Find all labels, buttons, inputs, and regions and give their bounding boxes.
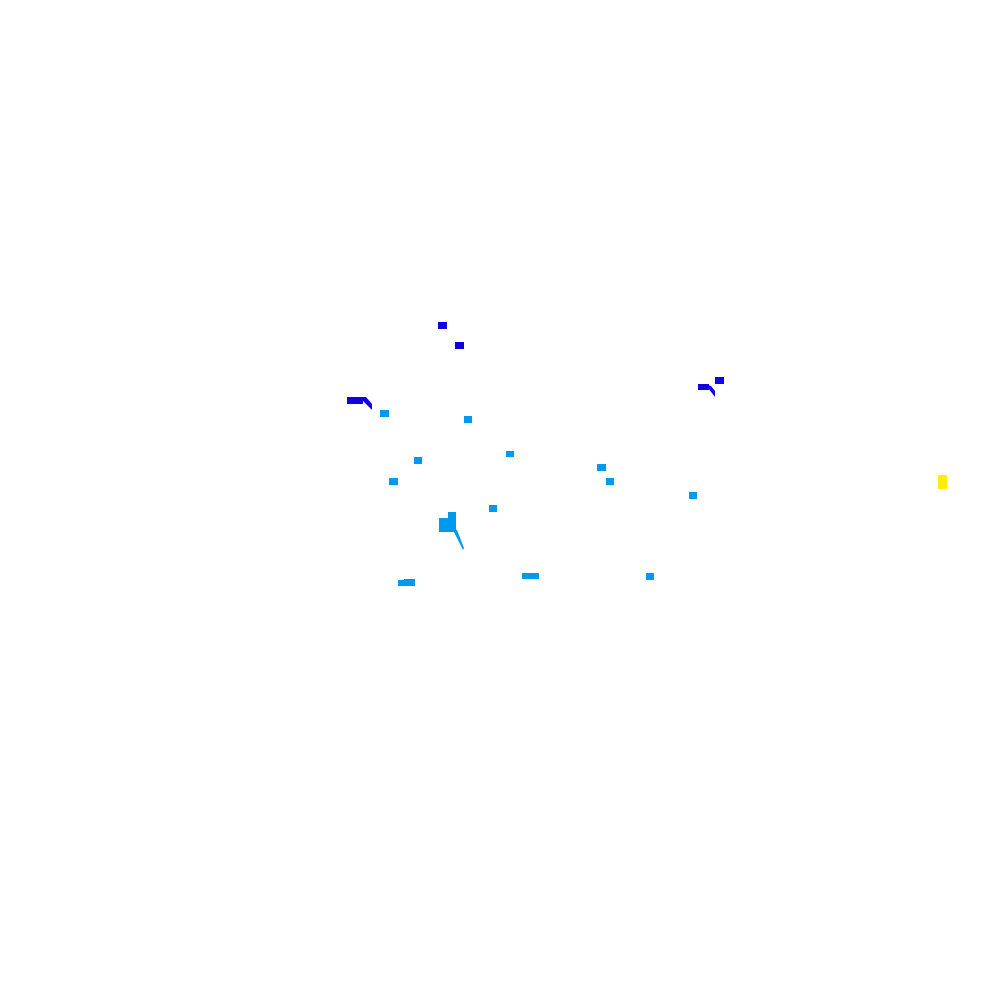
- dark-blue-marker: [455, 342, 464, 349]
- dark-blue-marker-with-tail-tail: [359, 397, 372, 410]
- dark-blue-marker-body: [715, 377, 724, 384]
- light-blue-marker: [404, 579, 415, 586]
- dark-blue-marker-body: [438, 322, 447, 329]
- light-blue-marker-body: [414, 457, 422, 464]
- light-blue-marker-body: [506, 451, 514, 457]
- light-blue-marker: [597, 464, 606, 471]
- light-blue-marker-body: [399, 582, 402, 586]
- light-blue-marker-body: [464, 416, 472, 423]
- light-blue-marker: [414, 457, 422, 464]
- dark-blue-marker: [438, 322, 447, 329]
- yellow-marker: [938, 475, 947, 489]
- light-blue-marker-body: [398, 580, 408, 586]
- light-blue-marker: [464, 416, 472, 423]
- light-blue-marker-body: [448, 512, 456, 519]
- dark-blue-marker-with-tail: [698, 384, 715, 397]
- light-blue-marker: [489, 505, 497, 512]
- light-blue-marker-large-tail: [452, 528, 464, 550]
- light-blue-marker: [398, 580, 408, 586]
- dark-blue-marker-with-tail: [347, 397, 372, 410]
- dark-blue-marker-with-tail-body: [347, 397, 363, 404]
- dark-blue-marker-with-tail-body: [698, 384, 709, 390]
- dark-blue-marker-with-tail-tail: [705, 384, 715, 397]
- dark-blue-marker: [715, 377, 724, 384]
- light-blue-marker-body: [522, 573, 539, 579]
- dark-blue-marker-body: [455, 342, 464, 349]
- light-blue-marker-body: [389, 478, 398, 485]
- light-blue-marker-body: [597, 464, 606, 471]
- light-blue-marker-body: [380, 410, 389, 417]
- yellow-marker-body: [938, 475, 947, 489]
- light-blue-marker: [399, 582, 402, 586]
- light-blue-marker-large-body: [439, 518, 456, 532]
- light-blue-marker: [448, 512, 456, 519]
- light-blue-marker-body: [689, 492, 697, 499]
- light-blue-marker: [646, 573, 654, 580]
- light-blue-marker: [606, 478, 614, 485]
- light-blue-marker: [506, 451, 514, 457]
- light-blue-marker: [389, 478, 398, 485]
- light-blue-marker-body: [646, 573, 654, 580]
- light-blue-marker-body: [489, 505, 497, 512]
- light-blue-marker: [522, 573, 539, 579]
- light-blue-marker-body: [606, 478, 614, 485]
- light-blue-marker-body: [404, 579, 415, 586]
- light-blue-marker: [689, 492, 697, 499]
- light-blue-marker: [380, 410, 389, 417]
- light-blue-marker-large: [439, 518, 464, 550]
